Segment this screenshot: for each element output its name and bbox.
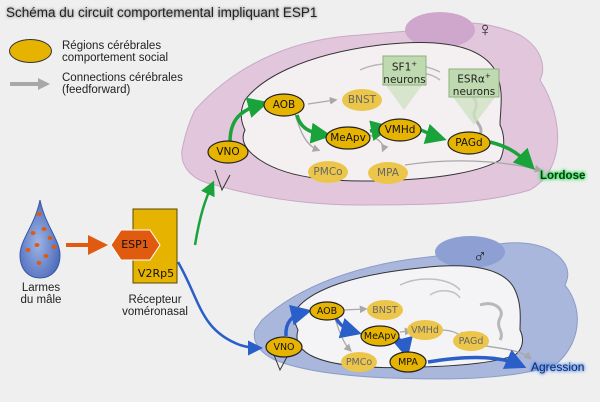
page-title: Schéma du circuit comportemental impliqu… [6,5,318,20]
esp1-label: ESP1 [121,238,149,251]
legend-arrow-icon [10,78,50,90]
legend-regions-line2: comportement social [62,52,169,64]
male-region-pagd [453,331,489,351]
legend-region-icon [9,39,52,63]
male-region-pmco [341,352,377,372]
female-region-vno [207,140,249,164]
tears-line1: Larmes [21,282,61,294]
female-active-pathway [193,97,535,246]
sf1-neurons-label: SF1+ neurons [383,58,426,86]
legend-connections-label: Connections cérébrales (feedforward) [62,72,183,96]
female-region-aob [263,93,305,117]
male-region-aob [309,301,345,321]
legend-regions-line1: Régions cérébrales [62,40,162,52]
male-bnst-label: BNST [372,305,398,316]
female-region-bnst [342,89,382,111]
female-ear [405,12,475,48]
sf1-line2: neurons [383,73,426,86]
female-region-mpa [368,162,408,184]
male-symbol: ♂ [472,246,488,267]
sf1-neurons-box [382,55,427,110]
male-mpa-label: MPA [398,357,418,368]
male-region-bnst [367,300,403,320]
receptor-caption-line1: Récepteur [128,294,182,306]
male-pmco-label: PMCo [345,357,373,368]
female-region-pmco [308,161,348,183]
esra-neurons-label: ESRα+ neurons [449,70,499,98]
female-aob-label: AOB [272,99,296,111]
male-aob-label: AOB [316,306,338,317]
v2rp5-label: V2Rp5 [137,267,175,280]
female-region-pagd [447,131,491,155]
sf1-name: SF1 [391,61,412,74]
legend-connections-line1: Connections cérébrales [62,72,183,84]
female-pmco-label: PMCo [313,166,343,178]
male-pagd-label: PAGd [458,336,484,347]
male-vno-label: VNO [273,342,295,353]
female-symbol: ♀ [477,19,493,41]
lordose-outcome: Lordose [540,170,586,182]
female-region-meapv [325,126,371,150]
female-region-vmhd [378,118,422,142]
male-region-meapv [360,325,400,347]
male-vmhd-label: VMHd [411,325,439,336]
esp1-ligand [110,229,161,261]
female-bnst-label: BNST [347,94,377,106]
receptor-caption: Récepteur voméronasal [115,294,195,318]
esra-line2: neurons [452,85,496,98]
receptor-caption-line2: voméronasal [122,306,188,318]
female-pagd-label: PAGd [455,137,483,149]
esra-sup: + [484,72,491,80]
sf1-sup: + [411,60,418,68]
male-ear [435,236,505,268]
tears-line2: du mâle [20,294,62,306]
female-meapv-label: MeApv [330,132,366,144]
tears-caption: Larmes du mâle [16,282,66,306]
female-regions [207,89,491,184]
legend-regions-label: Régions cérébrales comportement social [62,40,168,64]
male-region-vmhd [407,320,443,340]
female-vmhd-label: VMHd [384,124,416,136]
male-regions [265,300,489,373]
legend-connections-line2: (feedforward) [62,84,131,96]
esra-neurons-box [448,68,500,125]
female-mpa-label: MPA [377,167,399,179]
agression-outcome: Agression [531,360,585,374]
male-meapv-label: MeApv [363,331,397,342]
female-vno-label: VNO [216,146,240,158]
male-region-vno [265,336,303,358]
male-region-mpa [389,351,427,373]
tear-drop-icon [19,199,61,279]
esra-name: ESRα [457,73,485,86]
male-active-pathway [176,261,527,369]
